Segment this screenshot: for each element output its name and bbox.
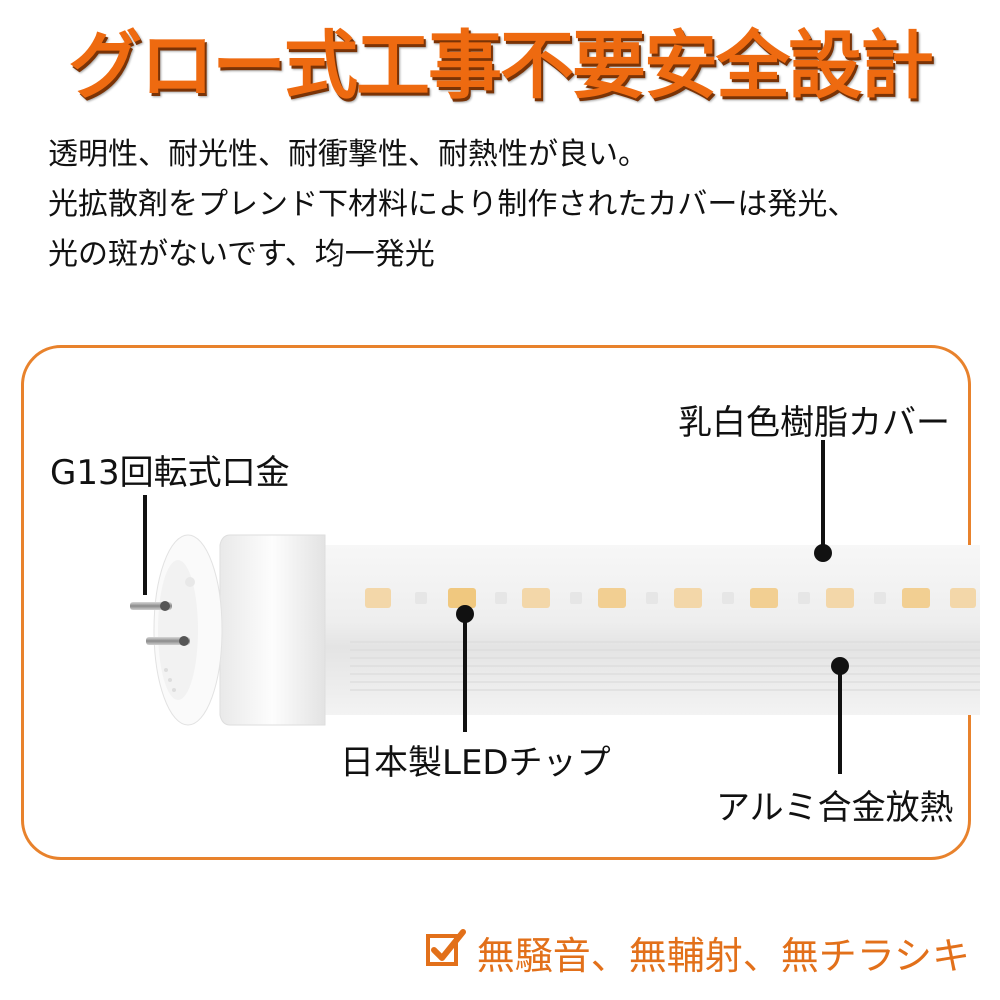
label-cover: 乳白色樹脂カバー: [678, 403, 950, 443]
led-tube-image: [130, 534, 980, 726]
checkbox-check-icon: [425, 928, 467, 977]
label-chip: 日本製LEDチップ: [340, 743, 611, 783]
description: 透明性、耐光性、耐衝撃性、耐熱性が良い。 光拡散剤をプレンド下材料により制作され…: [48, 130, 978, 280]
led-chips: [365, 588, 976, 608]
footer: 無騒音、無輔射、無チラシキ: [425, 925, 970, 980]
callout-dot-cover: [814, 544, 832, 562]
callout-line-chip: [463, 612, 467, 732]
callout-line-heatsink: [838, 664, 842, 774]
headline: グロー式工事不要安全設計: [68, 23, 934, 109]
footer-text: 無騒音、無輔射、無チラシキ: [476, 934, 970, 978]
callout-line-cover: [821, 440, 825, 552]
label-cap: G13回転式口金: [50, 453, 290, 493]
description-line: 光の斑がないです、均一発光: [48, 237, 435, 272]
label-heatsink: アルミ合金放熱: [716, 788, 954, 828]
description-line: 透明性、耐光性、耐衝撃性、耐熱性が良い。: [48, 137, 648, 172]
callout-line-cap: [143, 495, 147, 595]
description-line: 光拡散剤をプレンド下材料により制作されたカバーは発光、: [48, 187, 858, 222]
pin: [146, 637, 190, 645]
